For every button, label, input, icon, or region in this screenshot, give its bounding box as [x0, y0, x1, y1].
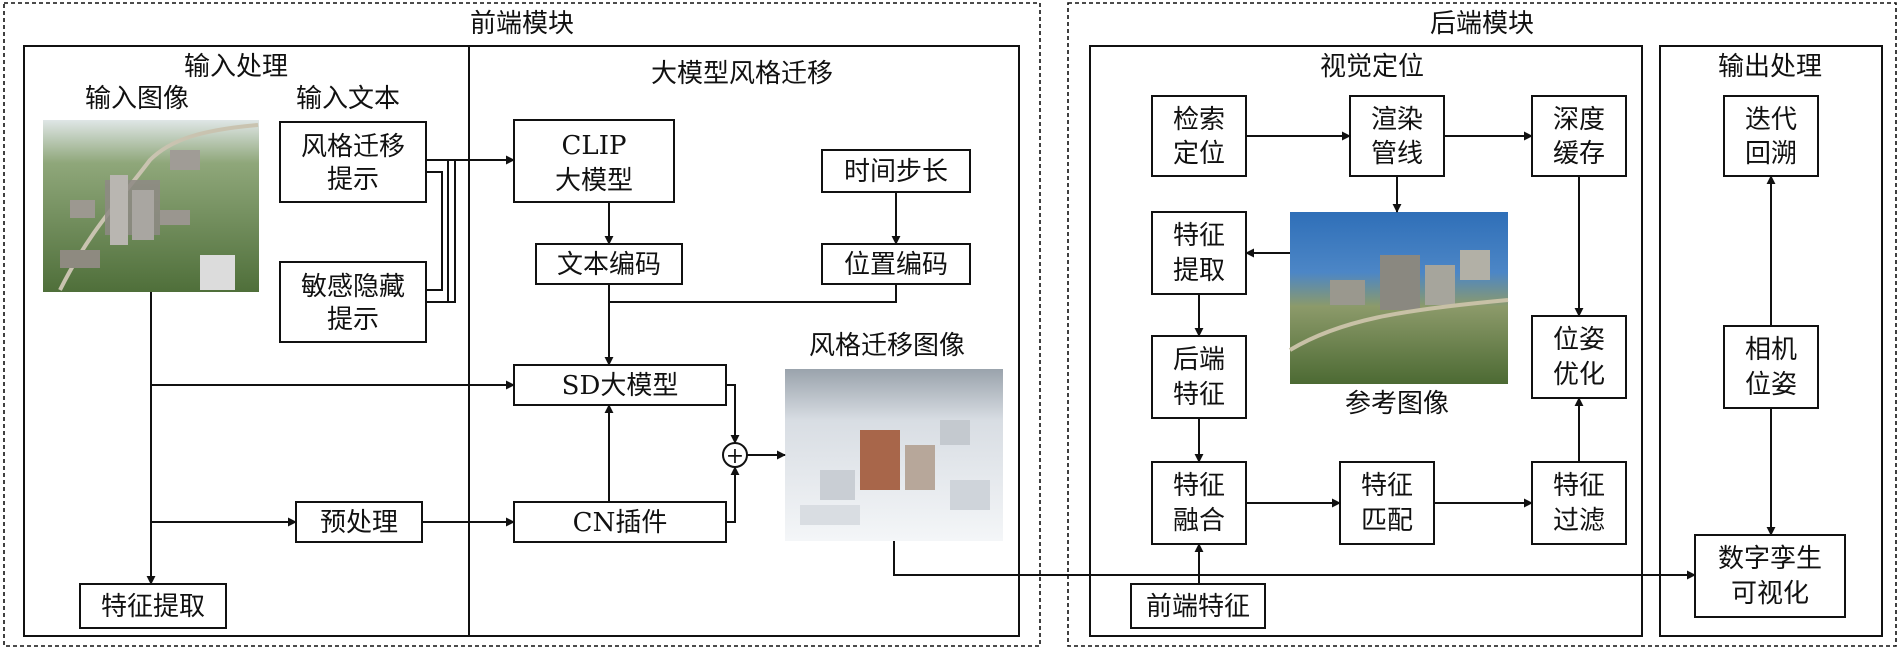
input-feature-extract-box: 特征提取 — [79, 583, 227, 629]
retrieval-line1: 检索 — [1173, 105, 1225, 135]
iterative-line1: 迭代 — [1745, 105, 1797, 135]
depth-line2: 缓存 — [1553, 139, 1605, 169]
text-encoding-label: 文本编码 — [557, 250, 661, 280]
input-processing-title: 输入处理 — [184, 52, 288, 82]
position-encoding-label: 位置编码 — [844, 250, 948, 280]
match-line2: 匹配 — [1361, 506, 1413, 536]
connector-lines — [146, 131, 1776, 585]
reference-image-label: 参考图像 — [1345, 389, 1449, 419]
style-prompt-line2: 提示 — [327, 165, 379, 195]
front-module-frame — [3, 2, 1041, 647]
front-module-title: 前端模块 — [470, 9, 574, 39]
fusion-line1: 特征 — [1173, 471, 1225, 501]
visual-localization-frame — [1089, 45, 1643, 637]
combine-symbol: + — [726, 444, 744, 469]
clip-model-box: CLIP 大模型 — [513, 119, 675, 203]
vl-feature-extract-line2: 提取 — [1173, 256, 1225, 286]
match-line1: 特征 — [1361, 471, 1413, 501]
output-processing-frame — [1659, 45, 1883, 637]
filter-line2: 过滤 — [1553, 506, 1605, 536]
depth-line1: 深度 — [1553, 105, 1605, 135]
feature-match-box: 特征 匹配 — [1339, 461, 1435, 545]
timestep-label: 时间步长 — [844, 157, 948, 187]
output-processing-title: 输出处理 — [1718, 52, 1822, 82]
position-encoding-box: 位置编码 — [821, 243, 971, 285]
back-module-frame — [1067, 2, 1897, 647]
style-transfer-title: 大模型风格迁移 — [651, 59, 833, 89]
cn-plugin-label: CN插件 — [573, 508, 668, 538]
preprocess-label: 预处理 — [320, 508, 398, 538]
front-feature-label: 前端特征 — [1146, 592, 1250, 622]
feature-fusion-box: 特征 融合 — [1151, 461, 1247, 545]
text-encoding-box: 文本编码 — [535, 243, 683, 285]
iterative-backtrack-box: 迭代 回溯 — [1723, 95, 1819, 177]
filter-line1: 特征 — [1553, 471, 1605, 501]
timestep-box: 时间步长 — [821, 149, 971, 193]
vl-feature-extract-box: 特征 提取 — [1151, 211, 1247, 295]
backend-feature-box: 后端 特征 — [1151, 335, 1247, 419]
pose-opt-line1: 位姿 — [1553, 325, 1605, 355]
digital-twin-line2: 可视化 — [1731, 579, 1809, 609]
sd-model-box: SD大模型 — [513, 364, 727, 406]
fusion-line2: 融合 — [1173, 506, 1225, 536]
depth-cache-box: 深度 缓存 — [1531, 95, 1627, 177]
render-line2: 管线 — [1371, 139, 1423, 169]
camera-pose-line2: 位姿 — [1745, 370, 1797, 400]
stylized-snow-image — [785, 369, 1003, 541]
backend-feature-line2: 特征 — [1173, 380, 1225, 410]
camera-pose-box: 相机 位姿 — [1723, 325, 1819, 409]
cn-plugin-box: CN插件 — [513, 501, 727, 543]
camera-pose-line1: 相机 — [1745, 335, 1797, 365]
combine-node: + — [722, 442, 748, 469]
feature-filter-box: 特征 过滤 — [1531, 461, 1627, 545]
sd-model-label: SD大模型 — [562, 371, 679, 401]
clip-line2: 大模型 — [555, 166, 633, 196]
front-feature-box: 前端特征 — [1130, 583, 1266, 629]
retrieval-line2: 定位 — [1173, 139, 1225, 169]
preprocess-box: 预处理 — [295, 501, 423, 543]
pose-opt-line2: 优化 — [1553, 360, 1605, 390]
render-pipeline-box: 渲染 管线 — [1349, 95, 1445, 177]
back-module-title: 后端模块 — [1430, 9, 1534, 39]
hide-prompt-box: 敏感隐藏 提示 — [279, 261, 427, 343]
render-line1: 渲染 — [1371, 105, 1423, 135]
stylized-image-label: 风格迁移图像 — [809, 331, 965, 361]
vl-feature-extract-line1: 特征 — [1173, 221, 1225, 251]
input-feature-extract-label: 特征提取 — [101, 592, 205, 622]
style-transfer-frame — [468, 45, 1020, 637]
hide-prompt-line1: 敏感隐藏 — [301, 272, 405, 302]
input-aerial-image — [43, 120, 259, 292]
digital-twin-line1: 数字孪生 — [1718, 544, 1822, 574]
style-prompt-box: 风格迁移 提示 — [279, 121, 427, 203]
clip-line1: CLIP — [562, 131, 627, 161]
pose-opt-box: 位姿 优化 — [1531, 315, 1627, 399]
input-image-label: 输入图像 — [85, 84, 189, 114]
backend-feature-line1: 后端 — [1173, 345, 1225, 375]
digital-twin-box: 数字孪生 可视化 — [1694, 534, 1846, 618]
style-prompt-line1: 风格迁移 — [301, 132, 405, 162]
reference-image — [1288, 212, 1509, 384]
iterative-line2: 回溯 — [1745, 139, 1797, 169]
input-text-label: 输入文本 — [296, 84, 400, 114]
visual-localization-title: 视觉定位 — [1320, 52, 1424, 82]
hide-prompt-line2: 提示 — [327, 305, 379, 335]
retrieval-box: 检索 定位 — [1151, 95, 1247, 177]
